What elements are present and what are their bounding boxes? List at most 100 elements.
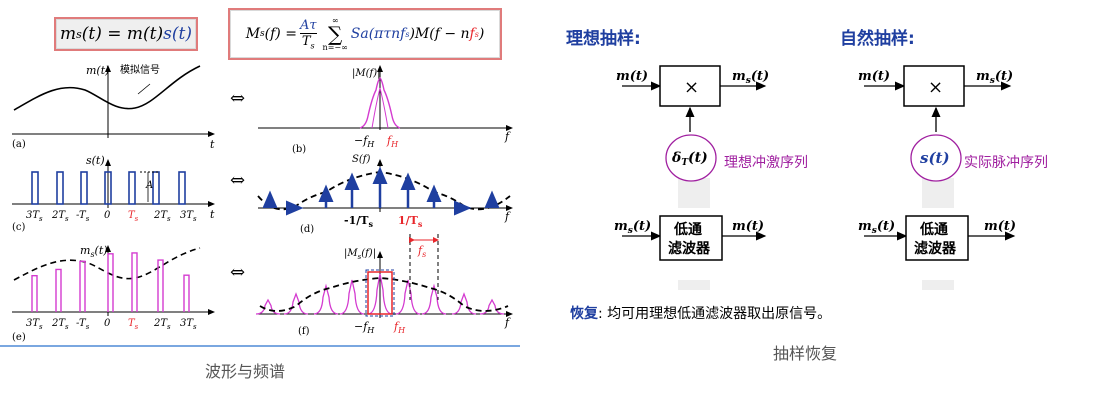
pulse: [80, 171, 88, 205]
tick-label: 2Ts: [153, 210, 171, 223]
spectrum-lobe: [451, 292, 477, 315]
freq-den-sub: s: [310, 41, 315, 51]
natural-sampling-title: 自然抽样:: [840, 29, 915, 49]
sampled-pulse: [55, 268, 62, 312]
panel-e-letter: (e): [12, 332, 26, 343]
natural-filter-out: m(t): [984, 219, 1016, 234]
natural-shadow-top: [922, 178, 954, 208]
natural-output: ms(t): [976, 69, 1013, 86]
tick-label: -Ts: [76, 210, 90, 223]
pulse: [104, 171, 112, 205]
natural-impulse-label: 实际脉冲序列: [964, 155, 1048, 171]
pulse: [152, 171, 160, 205]
ideal-impulse-label: 理想冲激序列: [724, 155, 808, 171]
panel-b-letter: (b): [292, 144, 306, 155]
tick-label: 3Ts: [26, 210, 43, 223]
pulse: [178, 171, 186, 205]
panel-b-tick-neg: −fH: [354, 134, 375, 149]
tick-label: 3Ts: [26, 318, 43, 331]
panel-f-tick-pos: fH: [393, 320, 406, 335]
formula-mt: (t) = m(t): [81, 24, 164, 44]
formula-ms: m: [60, 24, 77, 44]
pulse: [31, 171, 39, 205]
sampled-pulse: [79, 260, 86, 312]
panel-f: fs |Ms(f)| −fH fH (f) f: [255, 234, 513, 337]
sum-bot: n=−∞: [322, 43, 348, 52]
recovery-key: 恢复: [570, 306, 598, 322]
freq-fs-sub: s: [474, 29, 479, 39]
ideal-impulse: δT(t): [671, 150, 708, 168]
panel-d: S(f) -1/Ts 1/Ts (d) f: [257, 154, 513, 235]
panel-f-fs: fs: [417, 244, 426, 259]
sampled-pulses: [31, 252, 190, 312]
left-caption: 波形与频谱: [205, 362, 286, 381]
natural-sampler: × m(t) ms(t) s(t): [858, 65, 1013, 182]
panel-d-ylabel: S(f): [352, 154, 370, 165]
panel-a-letter: (a): [12, 139, 26, 150]
tick-label: -Ts: [76, 318, 90, 331]
panel-f-tick-neg: −fH: [354, 320, 375, 335]
natural-filter: ms(t) 低通 滤波器 m(t): [858, 215, 1016, 261]
equiv-ef: ⇔: [230, 262, 245, 283]
spectrum-lobe: [395, 279, 421, 315]
waveform-spectrum-figure: m(t) 模拟信号 (a) t |M(f)| −fH fH (b) f A s(…: [0, 63, 520, 347]
recovery-note: 恢复: 均可用理想低通滤波器取出原信号。: [570, 303, 831, 323]
sampled-pulse: [183, 274, 190, 312]
freq-M2: )M(f − n: [409, 26, 470, 42]
natural-impulse: s(t): [920, 149, 950, 167]
freq-close: ): [478, 26, 485, 42]
spectrum-lobe: [479, 298, 505, 315]
natural-filter-line2: 滤波器: [914, 240, 957, 257]
natural-shadow-bottom: [922, 280, 954, 290]
ideal-filter-line1: 低通: [673, 221, 702, 238]
panel-a: m(t) 模拟信号 (a) t: [12, 63, 215, 151]
freq-num: Aτ: [299, 17, 317, 34]
panel-d-tick-neg: -1/Ts: [344, 214, 373, 229]
tick-label: 2Ts: [153, 318, 171, 331]
ideal-input: m(t): [616, 69, 648, 84]
ideal-multiply: ×: [684, 77, 699, 98]
natural-filter-line1: 低通: [919, 221, 948, 238]
panel-c-ylabel: s(t): [86, 154, 105, 167]
panel-d-xaxis: f: [504, 210, 511, 223]
freq-arg: (f) =: [264, 26, 297, 42]
panel-b-xaxis: f: [504, 130, 511, 143]
tick-label: Ts: [128, 318, 139, 331]
panel-a-annotation: 模拟信号: [120, 63, 160, 76]
sampled-pulse: [131, 252, 138, 312]
tick-label: Ts: [128, 210, 139, 223]
panel-f-ylabel: |Ms(f)|: [344, 248, 376, 261]
panel-d-tick-pos: 1/Ts: [398, 214, 423, 229]
sampled-pulse: [31, 275, 38, 312]
spectrum-lobe: [421, 283, 447, 315]
right-caption: 抽样恢复: [773, 344, 838, 363]
formula-ms-sub: s: [76, 27, 82, 41]
panel-b-tick-pos: fH: [386, 134, 399, 149]
panel-c-xaxis: t: [210, 208, 215, 221]
freq-sa-sub: s: [405, 29, 410, 39]
freq-fs: f: [469, 26, 475, 42]
natural-input: m(t): [858, 69, 890, 84]
ideal-filter: ms(t) 低通 滤波器 m(t): [614, 215, 767, 261]
spectrum-lobe: [339, 279, 365, 315]
recovery-text: : 均可用理想低通滤波器取出原信号。: [598, 306, 832, 322]
freq-M-sub: s: [260, 29, 265, 39]
equiv-cd: ⇔: [230, 170, 245, 191]
freq-sa: Sa(πτnf: [350, 26, 406, 42]
sampled-pulse: [157, 259, 164, 312]
panel-b: |M(f)| −fH fH (b) f: [258, 65, 513, 155]
panel-d-letter: (d): [300, 224, 314, 235]
sampled-pulse: [107, 253, 114, 312]
ideal-sampling-title: 理想抽样:: [566, 29, 641, 49]
panel-f-letter: (f): [298, 326, 310, 337]
tick-label: 3Ts: [180, 318, 197, 331]
spectrum-impulses: [262, 166, 500, 208]
panel-c-amp: A: [145, 180, 153, 191]
spectrum-lobe: [283, 292, 309, 315]
tick-label: 0: [104, 210, 111, 221]
tick-label: 0: [104, 318, 111, 329]
